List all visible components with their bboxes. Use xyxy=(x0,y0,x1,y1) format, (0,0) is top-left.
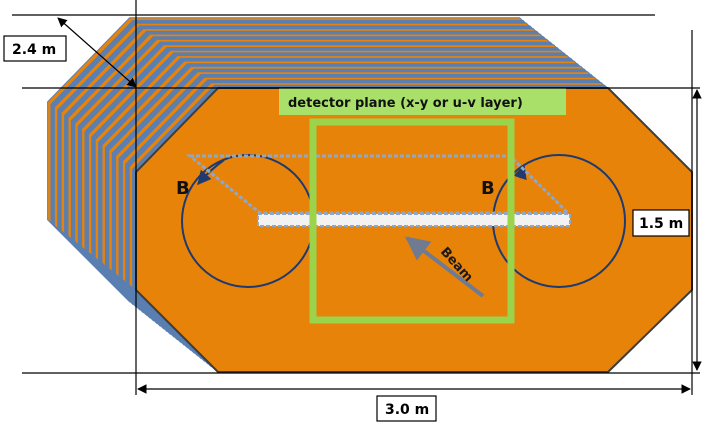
beam-arrow-icon xyxy=(405,236,485,298)
beam-pipe-outline xyxy=(185,154,572,215)
depth-dimension-box xyxy=(3,35,67,62)
height-dimension-label: 1.5 m xyxy=(639,216,683,232)
right-magnet-label: B xyxy=(481,178,495,199)
front-detector-plane xyxy=(135,87,693,373)
depth-dimension-arrow xyxy=(57,17,137,88)
detector-plane-label: detector plane (x-y or u-v layer) xyxy=(288,96,523,111)
width-dimension-box xyxy=(376,395,437,422)
detector-plane-label-box xyxy=(279,88,566,115)
beam-pipe xyxy=(257,213,571,227)
depth-dimension-label: 2.4 m xyxy=(12,42,56,58)
height-dimension-box xyxy=(632,209,690,237)
detector-active-area-frame xyxy=(309,118,515,324)
right-field-arrow-icon xyxy=(513,164,527,181)
left-magnet-label: B xyxy=(176,178,190,199)
width-dimension-label: 3.0 m xyxy=(385,402,429,418)
dimension-lines xyxy=(12,0,702,395)
